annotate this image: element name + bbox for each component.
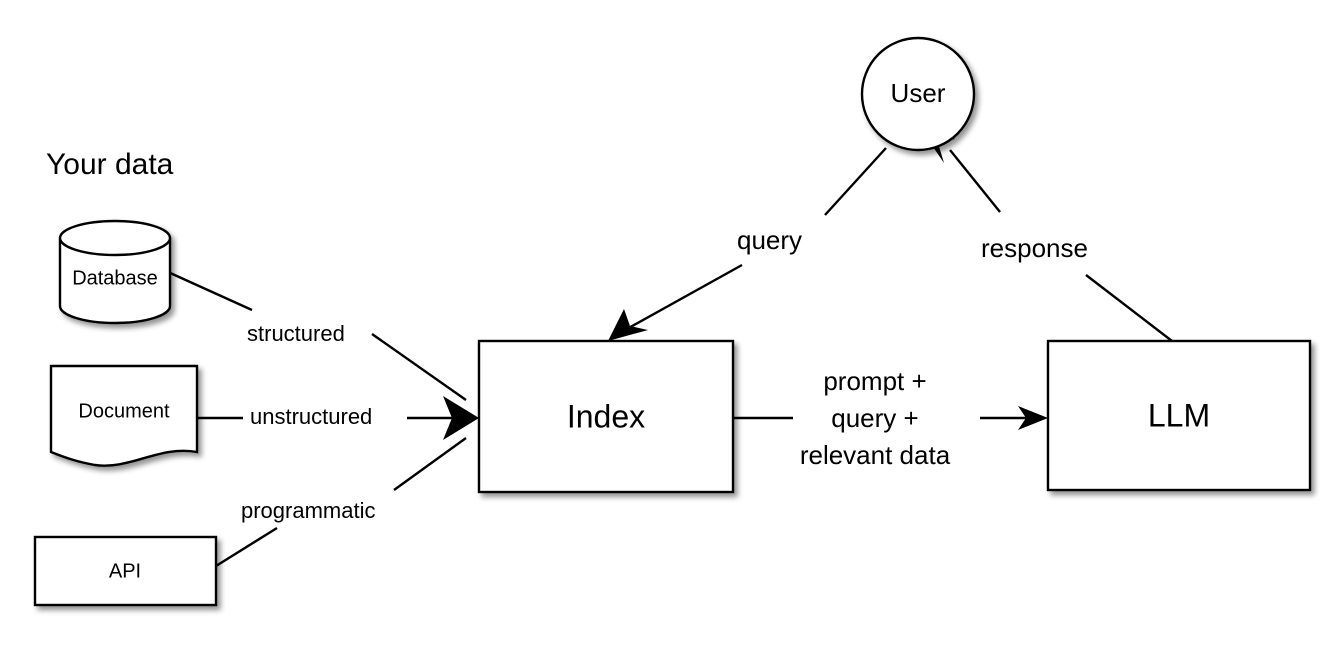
edge-label-prompt-line-1: prompt + <box>823 366 926 396</box>
node-database[interactable] <box>58 219 172 325</box>
node-index[interactable] <box>477 339 735 494</box>
edge-label-prompt-line-2: query + <box>831 403 918 433</box>
edge-programmatic <box>215 437 467 568</box>
node-user-label: User <box>891 78 946 108</box>
edge-query <box>608 147 887 341</box>
node-llm-label: LLM <box>1148 397 1210 433</box>
node-document-label: Document <box>78 400 170 422</box>
arrowhead-into-llm <box>1018 406 1048 430</box>
node-database-label: Database <box>72 267 158 289</box>
edge-index-to-llm <box>733 406 1048 430</box>
edge-label-structured: structured <box>247 321 345 346</box>
node-api-label: API <box>109 560 141 582</box>
node-document[interactable] <box>49 364 199 467</box>
arrowhead-into-index <box>443 396 479 440</box>
edge-label-unstructured: unstructured <box>250 404 372 429</box>
node-api[interactable] <box>33 535 218 607</box>
edge-label-programmatic: programmatic <box>241 498 375 523</box>
node-index-label: Index <box>567 398 645 434</box>
node-user[interactable] <box>860 36 976 152</box>
edge-structured <box>167 270 467 401</box>
edge-label-prompt-line-3: relevant data <box>800 440 951 470</box>
arrowhead-query-into-index <box>608 309 648 341</box>
page-heading-your-data: Your data <box>46 148 174 181</box>
edge-label-response: response <box>981 233 1088 263</box>
edge-label-query: query <box>737 225 802 255</box>
node-llm[interactable] <box>1046 339 1312 492</box>
